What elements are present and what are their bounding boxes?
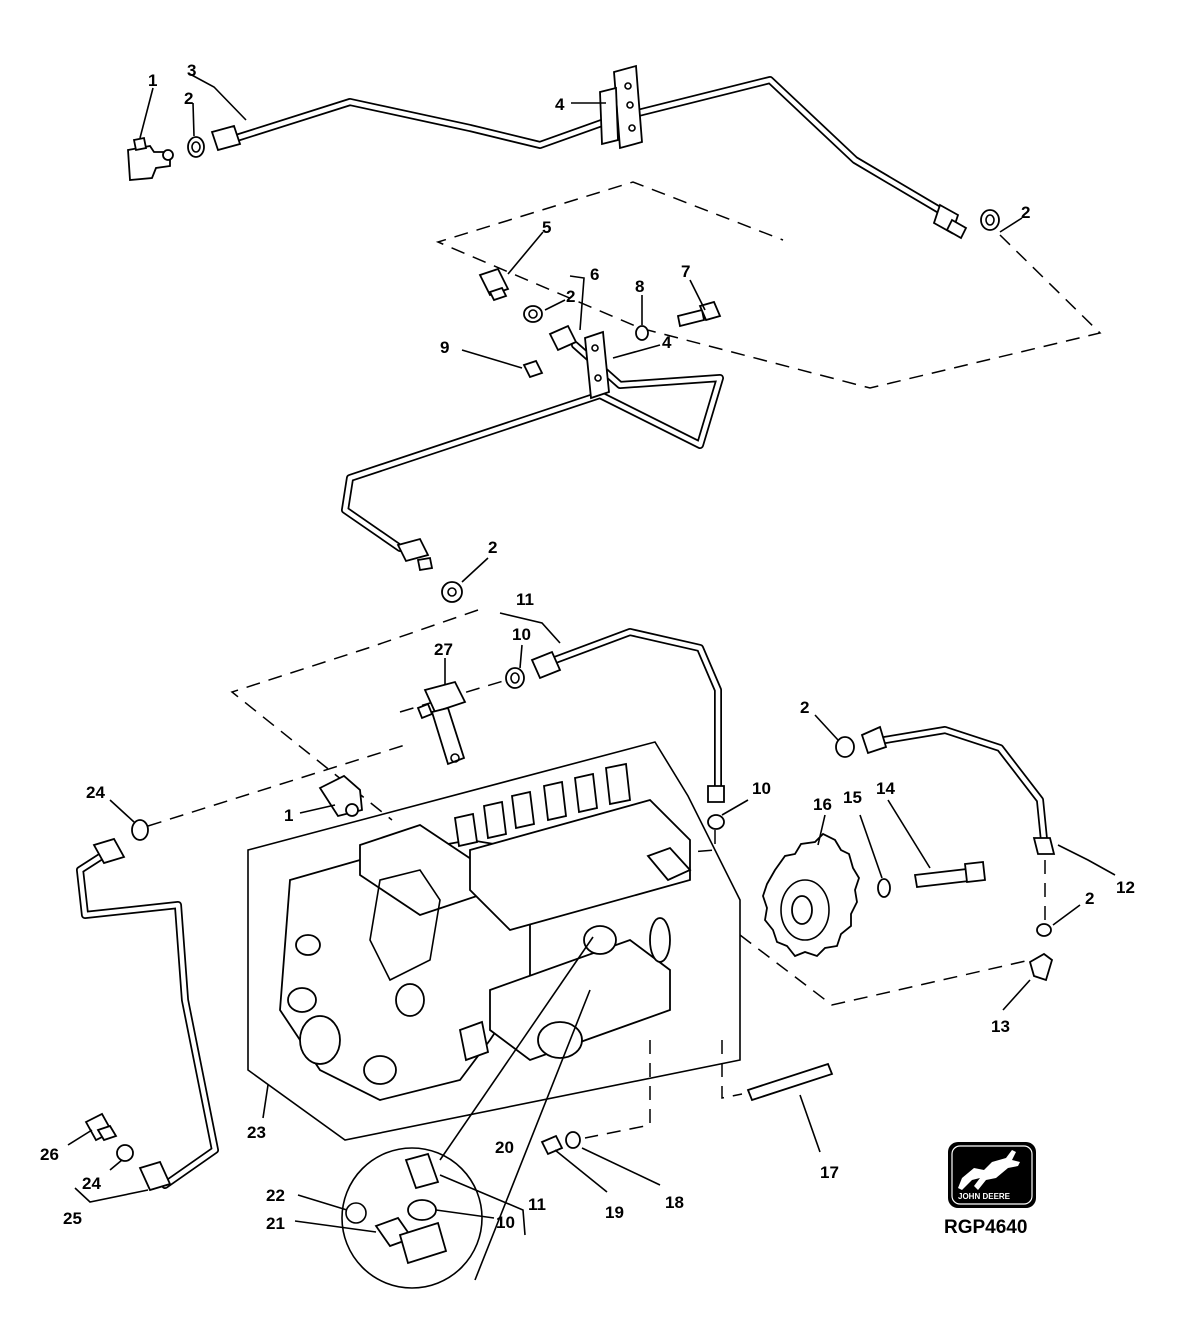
callout-2: 2 <box>184 89 193 108</box>
pump-injector-nozzles <box>453 762 631 848</box>
callout-9: 9 <box>440 338 449 357</box>
callout-20: 20 <box>495 1138 514 1157</box>
connector-5 <box>478 267 510 302</box>
elbow-fitting-1b <box>318 774 363 818</box>
fuel-line-11 <box>530 628 725 803</box>
copper-washer <box>441 581 463 603</box>
tube-nut <box>396 537 430 563</box>
logo-wordmark: JOHN DEERE <box>958 1192 1011 1201</box>
lock-washer-8 <box>635 325 649 341</box>
tube-nut <box>945 218 968 240</box>
callout-27: 27 <box>434 640 453 659</box>
john-deere-logo: JOHN DEERE <box>948 1142 1036 1208</box>
copper-washer <box>980 209 1000 231</box>
callout-10: 10 <box>512 625 531 644</box>
tube-nut <box>530 650 562 680</box>
injection-pump-23 <box>247 741 741 1141</box>
callout-2: 2 <box>488 538 497 557</box>
callout-2: 2 <box>566 287 575 306</box>
copper-washer-10 <box>505 667 525 689</box>
callout-12: 12 <box>1116 878 1135 897</box>
callout-3: 3 <box>187 61 196 80</box>
callout-19: 19 <box>605 1203 624 1222</box>
callout-16: 16 <box>813 795 832 814</box>
callout-15: 15 <box>843 788 862 807</box>
tube-nut <box>1032 837 1056 855</box>
fuel-line-middle <box>341 324 724 572</box>
deer-icon <box>958 1150 1020 1190</box>
callout-21: 21 <box>266 1214 285 1233</box>
callout-13: 13 <box>991 1017 1010 1036</box>
callout-7: 7 <box>681 262 690 281</box>
callout-2: 2 <box>800 698 809 717</box>
callout-23: 23 <box>247 1123 266 1142</box>
callout-6: 6 <box>590 265 599 284</box>
nut-19 <box>540 1134 564 1156</box>
cap-screw-7 <box>676 300 722 328</box>
elbow-13 <box>1028 952 1054 982</box>
copper-washer-10b <box>707 814 725 830</box>
connector-26 <box>84 1112 118 1142</box>
fuel-line-25 <box>76 837 219 1192</box>
elbow-fitting-1 <box>127 136 174 181</box>
line-clamp-4b <box>584 330 610 400</box>
callout-22: 22 <box>266 1186 285 1205</box>
callout-5: 5 <box>542 218 551 237</box>
callout-14: 14 <box>876 779 895 798</box>
elbow-27 <box>416 680 467 766</box>
detail-inset <box>341 936 594 1289</box>
line-clamp-4 <box>599 64 643 150</box>
callout-18: 18 <box>665 1193 684 1212</box>
callout-11: 11 <box>516 590 534 609</box>
copper-washer-24 <box>131 819 149 841</box>
copper-washer <box>835 736 855 758</box>
callout-24: 24 <box>82 1174 101 1193</box>
stud-17 <box>746 1062 834 1102</box>
callout-25: 25 <box>63 1209 82 1228</box>
callout-17: 17 <box>820 1163 839 1182</box>
tube-nut <box>210 124 242 152</box>
callout-10: 10 <box>752 779 771 798</box>
washer-18 <box>565 1131 581 1149</box>
nut-9 <box>522 359 544 379</box>
tube-nut <box>92 837 126 865</box>
callout-4: 4 <box>555 95 565 114</box>
copper-washer-24b <box>116 1144 134 1162</box>
bolt-14 <box>913 861 986 888</box>
pump-side-fitting <box>646 846 692 882</box>
callout-4: 4 <box>662 333 672 352</box>
callout-24: 24 <box>86 783 105 802</box>
callout-8: 8 <box>635 277 644 296</box>
fuel-line-12 <box>860 725 1056 855</box>
callout-26: 26 <box>40 1145 59 1164</box>
callout-1: 1 <box>148 71 157 90</box>
tube-nut <box>138 1160 172 1192</box>
callout-10: 10 <box>496 1213 515 1232</box>
tube-nut <box>548 324 578 352</box>
leader-lines <box>67 72 1116 1236</box>
callout-11: 11 <box>528 1195 546 1214</box>
copper-washer <box>187 136 205 158</box>
callout-2: 2 <box>1021 203 1030 222</box>
callout-2: 2 <box>1085 889 1094 908</box>
callout-1: 1 <box>284 806 293 825</box>
drawing-code: RGP4640 <box>944 1217 1027 1238</box>
copper-washer <box>523 305 543 323</box>
tube-nut <box>860 725 888 755</box>
copper-washer <box>1036 923 1052 937</box>
drive-gear-16 <box>762 832 860 958</box>
fuel-line-top <box>210 76 968 240</box>
washer-15 <box>877 878 891 898</box>
callout-labels: 1 3 2 4 2 5 6 2 7 8 9 4 2 11 10 27 2 1 2… <box>40 61 1135 1233</box>
tube-nut <box>707 785 725 803</box>
assembly-dash-lines <box>147 181 1102 1139</box>
